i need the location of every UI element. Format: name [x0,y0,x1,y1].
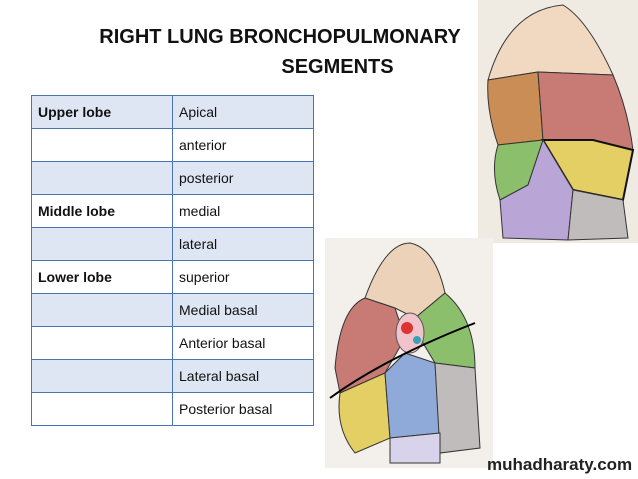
table-row: anterior [31,128,314,162]
segment-cell: anterior [172,128,314,162]
lobe-cell [31,326,173,360]
lobe-cell [31,392,173,426]
segment-cell: Medial basal [172,293,314,327]
segment-cell: lateral [172,227,314,261]
lobe-cell [31,359,173,393]
lobe-cell: Upper lobe [31,95,173,129]
lobe-cell [31,161,173,195]
title-line-2: SEGMENTS [281,56,394,78]
table-row: lateral [31,227,314,261]
table-row: Lateral basal [31,359,314,393]
segment-cell: Posterior basal [172,392,314,426]
segment-cell: Apical [172,95,314,129]
slide-title: RIGHT LUNG BRONCHOPULMONARY SEGMENTS [80,22,500,82]
segment-cell: superior [172,260,314,294]
watermark: muhadharaty.com [487,455,633,474]
lung-medial-view-image [325,238,493,468]
lobe-cell [31,128,173,162]
lobe-cell: Middle lobe [31,194,173,228]
lobe-cell [31,227,173,261]
segment-cell: posterior [172,161,314,195]
table-row: posterior [31,161,314,195]
segment-cell: Anterior basal [172,326,314,360]
table-row: Posterior basal [31,392,314,426]
lobe-cell [31,293,173,327]
table-row: Anterior basal [31,326,314,360]
table-row: Medial basal [31,293,314,327]
segment-cell: Lateral basal [172,359,314,393]
lobe-cell: Lower lobe [31,260,173,294]
title-line-1: RIGHT LUNG BRONCHOPULMONARY [99,26,461,48]
lung-lateral-view-image [478,0,638,243]
segment-cell: medial [172,194,314,228]
